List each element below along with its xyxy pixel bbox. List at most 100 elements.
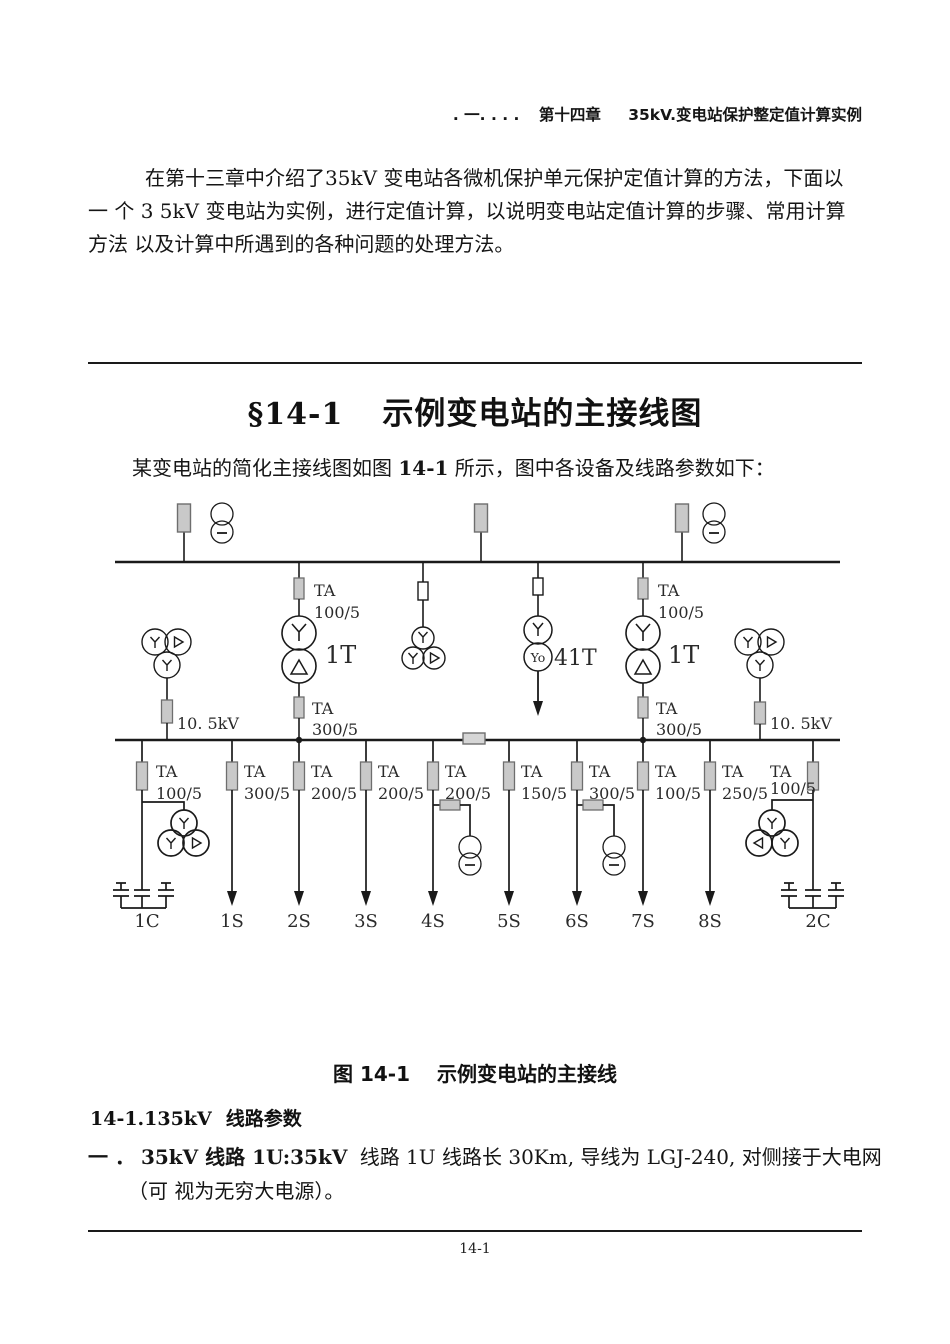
ct-label: TA [378,762,400,781]
ct-label: TA [589,762,611,781]
ct-ratio: 100/5 [770,779,816,798]
ct-label: TA [312,699,334,718]
feeder-7s [636,740,650,906]
feeder-5s [502,740,516,906]
voltage-label-left: 10. 5kV [177,714,239,733]
feeder-label-5s: 5S [497,911,521,932]
paragraph-line-2: 一 个 3 5kV 变电站为实例，进行定值计算，以说明变电站定值计算的步骤、常用… [88,199,846,223]
params-heading-text: 线路参数 [225,1108,302,1130]
bus-pt-right-icon [702,502,726,544]
ct-label: TA [311,762,333,781]
transformer-1t-right-label: 1T [668,641,699,669]
param-item-line-2: （可 视为无穷大电源）。 [128,1179,345,1203]
transformer-41t-label: 41T [554,646,597,671]
bus-pt-left-icon [210,502,234,544]
station-pt [401,562,446,670]
section-title-text: 示例变电站的主接线图 [382,396,703,432]
feeder-label-2c: 2C [805,911,830,932]
incoming-breaker-3 [674,503,690,562]
item-text: 线路 1U 线路长 30Km, 导线为 LGJ-240, 对侧接于大电网 [353,1145,882,1169]
ct-mid-right [637,696,649,719]
feeder-8s [703,740,717,906]
transformer-1t-right [625,562,661,744]
feeder-6s [570,740,626,906]
incoming-breaker-2 [473,503,489,562]
paragraph-line-3: 方法 以及计算中所遇到的各种问题的处理方法。 [88,232,515,256]
figure-intro: 某变电站的简化主接线图如图 14-1 所示，图中各设备及线路参数如下： [88,452,878,481]
ct-ratio: 100/5 [655,784,701,803]
item-number: 一 ． [88,1145,135,1169]
ct-label: TA [770,762,792,781]
ct-ratio: 300/5 [589,784,635,803]
ct-ratio: 100/5 [658,603,704,622]
params-heading-number: 14-1.135kV [90,1108,212,1130]
ct-ratio: 200/5 [445,784,491,803]
ct-label: TA [244,762,266,781]
ct-ratio: 300/5 [656,720,702,739]
ct-label: TA [655,762,677,781]
feeder-label-7s: 7S [631,911,655,932]
feeder-label-2s: 2S [287,911,311,932]
feeder-1c [113,740,210,909]
bus-section-device [462,732,486,745]
transformer-1t-left-label: 1T [325,641,356,669]
fuse [417,581,429,601]
ct-label: TA [156,762,178,781]
yo-label: Yo [530,650,546,665]
feeder-label-8s: 8S [698,911,722,932]
ct-ratio: 100/5 [314,603,360,622]
arrow-head [533,701,543,716]
ct-ratio: 200/5 [378,784,424,803]
header-title: 35kV.变电站保护整定值计算实例 [628,106,862,124]
params-heading: 14-1.135kV 线路参数 [90,1104,302,1131]
ct-ratio: 150/5 [521,784,567,803]
param-item-line-1: 一 ．35kV 线路 1U:35kV 线路 1U 线路长 30Km, 导线为 L… [88,1141,888,1170]
figure-caption: 图 14-1 示例变电站的主接线 [333,1062,617,1086]
footer-rule [88,1230,862,1232]
ct-upper-left [293,577,305,600]
section-number: §14-1 [247,397,344,432]
page-number: 14-1 [459,1241,491,1257]
intro-pre: 某变电站的简化主接线图如图 [132,456,399,480]
body-paragraph: 在第十三章中介绍了35kV 变电站各微机保护单元保护定值计算的方法，下面以 一 … [88,162,878,261]
feeder-1s [225,740,239,906]
ct-ratio: 200/5 [311,784,357,803]
item-bold: 35kV 线路 1U:35kV [140,1145,348,1169]
header-chapter: 第十四章 [538,106,601,124]
transformer-1t-left [281,562,317,744]
ct-mid-left [293,696,305,719]
ct-label: TA [658,581,680,600]
section-divider [88,362,862,364]
header-marks: . 一. . . . [452,106,520,124]
single-line-diagram: TA 100/5 1T TA 300/5 Yo 4 [113,502,844,932]
three-winding-unit-right [734,628,785,740]
feeder-2c [745,740,844,909]
ct-label: TA [314,581,336,600]
feeder-3s [359,740,373,906]
ct-ratio: 250/5 [722,784,768,803]
section-title: §14-1 示例变电站的主接线图 [0,388,950,433]
three-winding-unit-left [141,628,192,740]
feeder-label-1c: 1C [134,911,159,932]
fuse [532,577,544,596]
intro-figref: 14-1 [398,456,449,480]
ct-label: TA [445,762,467,781]
running-header: . 一. . . . 第十四章 35kV.变电站保护整定值计算实例 [88,103,862,125]
paragraph-line-1: 在第十三章中介绍了35kV 变电站各微机保护单元保护定值计算的方法，下面以 [145,166,844,190]
ct-label: TA [656,699,678,718]
incoming-breaker-1 [176,503,192,562]
ct-ratio: 100/5 [156,784,202,803]
ct-label: TA [722,762,744,781]
feeder-label-4s: 4S [421,911,445,932]
ct-ratio: 300/5 [244,784,290,803]
intro-post: 所示，图中各设备及线路参数如下： [448,456,775,480]
feeder-4s [426,740,482,906]
voltage-label-right: 10. 5kV [770,714,832,733]
grounding-transformer-41t [523,562,553,716]
ct-upper-right [637,577,649,600]
feeder-label-6s: 6S [565,911,589,932]
feeder-label-1s: 1S [220,911,244,932]
feeder-2s [292,740,306,906]
ct-ratio: 300/5 [312,720,358,739]
